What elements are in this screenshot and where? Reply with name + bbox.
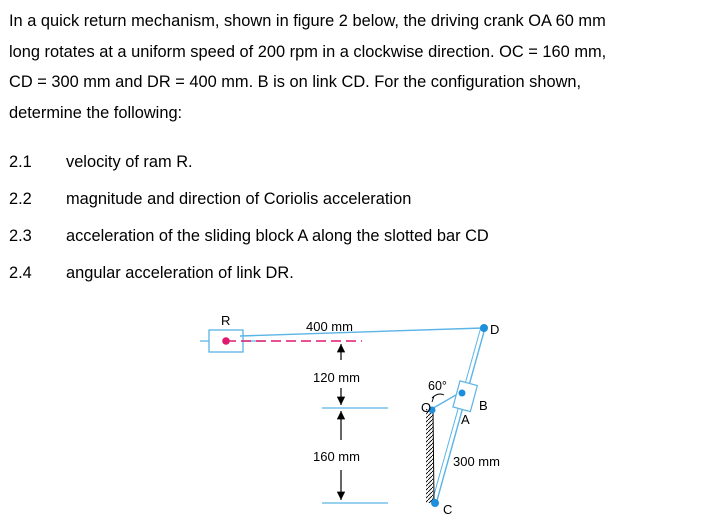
problem-line-3: CD = 300 mm and DR = 400 mm. B is on lin… (9, 73, 582, 91)
question-text: magnitude and direction of Coriolis acce… (66, 190, 412, 208)
angle-tick (431, 395, 435, 403)
question-number: 2.1 (9, 153, 32, 171)
joint-c (431, 499, 439, 507)
joint-r (222, 337, 230, 345)
angle-arc (431, 393, 445, 399)
problem-statement: In a quick return mechanism, shown in fi… (9, 6, 709, 128)
question-number: 2.4 (9, 264, 32, 282)
label-d: D (490, 322, 499, 337)
link-dr (239, 327, 484, 337)
ground-hatch (426, 409, 433, 503)
label-dr-length: 400 mm (306, 319, 353, 334)
label-angle: 60° (428, 379, 447, 393)
label-r: R (221, 313, 230, 328)
label-a: A (461, 412, 470, 427)
label-c: C (443, 502, 452, 517)
slider-block-a (452, 380, 479, 413)
question-text: angular acceleration of link DR. (66, 264, 294, 282)
question-number: 2.3 (9, 227, 32, 245)
label-ram-height: 120 mm (313, 370, 360, 385)
label-cd-length: 300 mm (453, 454, 500, 469)
label-b: B (479, 398, 488, 413)
frame-line (432, 408, 435, 504)
label-o: O (421, 400, 431, 415)
joint-o (428, 406, 436, 414)
link-cd-edge (431, 326, 482, 503)
link-cd (435, 327, 486, 505)
joint-d (480, 324, 488, 332)
joint-a (458, 389, 466, 397)
question-number: 2.2 (9, 190, 32, 208)
problem-line-4: determine the following: (9, 103, 183, 122)
problem-line-1: In a quick return mechanism, shown in fi… (9, 12, 606, 30)
label-oc-length: 160 mm (313, 449, 360, 464)
problem-line-2: long rotates at a uniform speed of 200 r… (9, 42, 607, 61)
question-text: velocity of ram R. (66, 153, 193, 171)
question-text: acceleration of the sliding block A alon… (66, 227, 489, 245)
